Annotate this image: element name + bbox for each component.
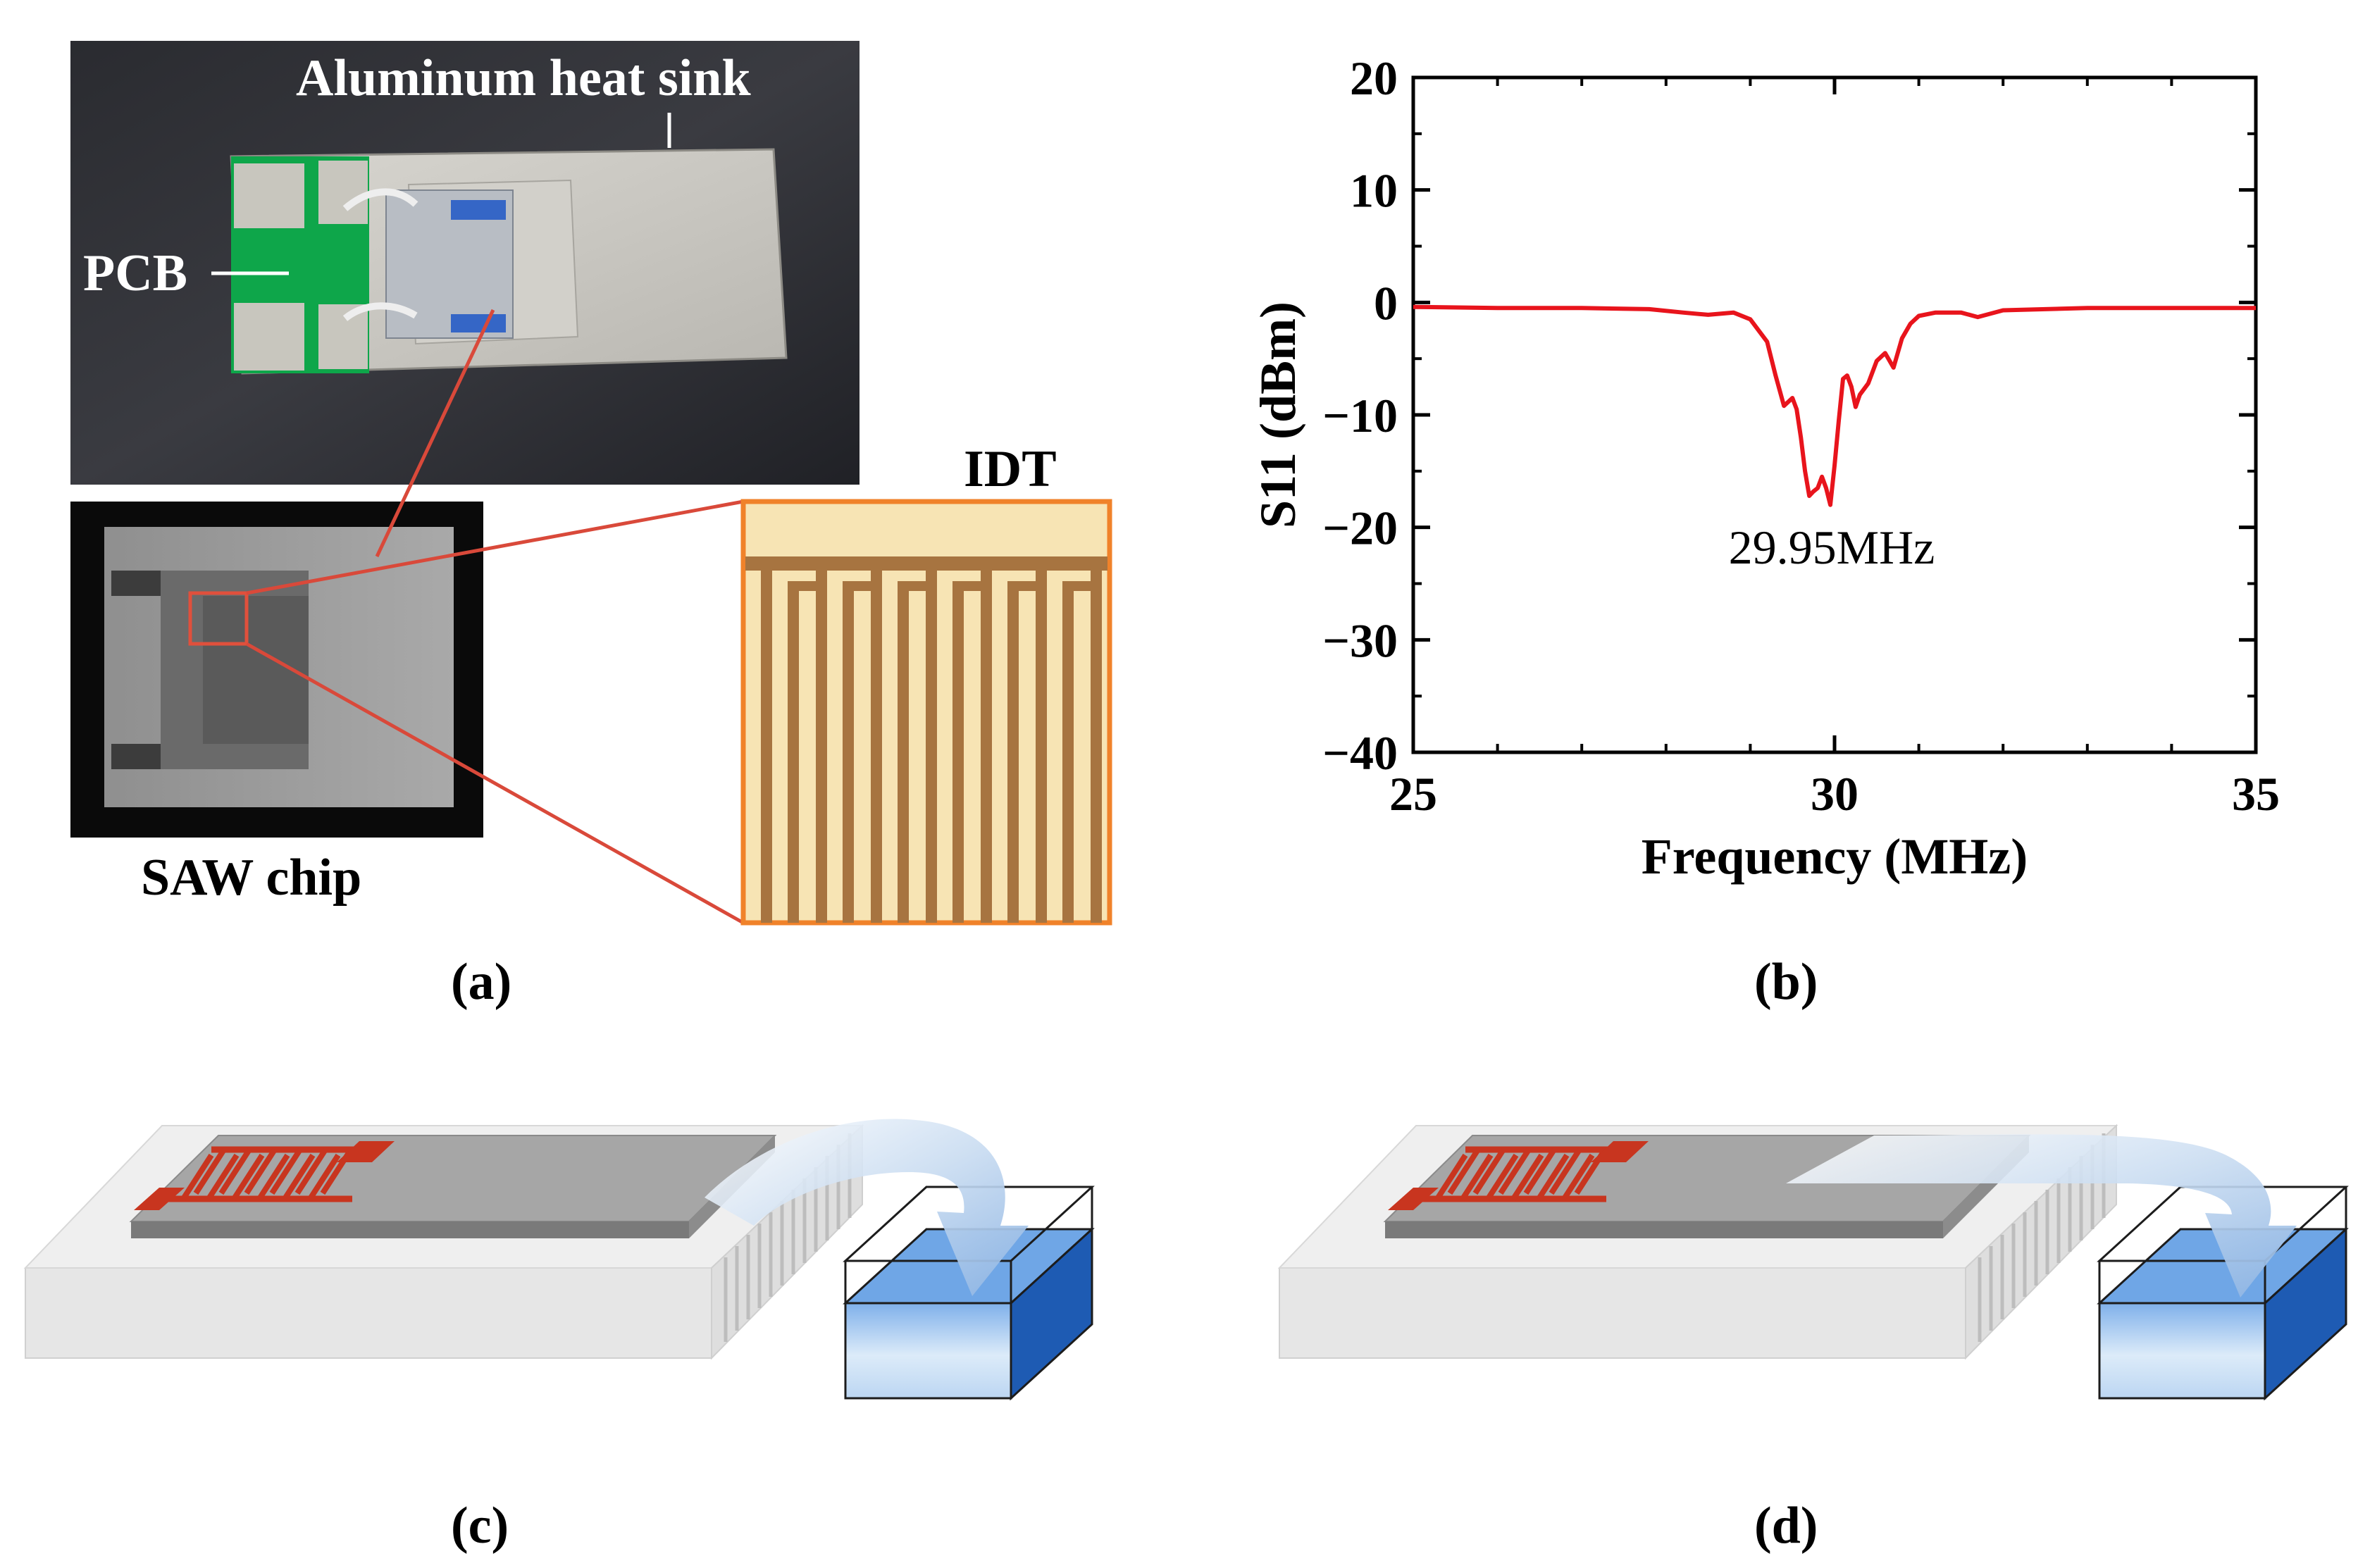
electrode-finger [307,1153,341,1201]
y-tick-label: 10 [1350,164,1398,218]
plot-frame [1411,75,2258,754]
electrode-finger [231,1153,265,1201]
heat-sink-schematic [1277,1124,2349,1401]
idt-label: IDT [964,440,1057,498]
electrode-bus [159,1146,366,1202]
idt-electrode [1388,1141,1649,1210]
idt-finger [843,581,854,923]
electrode-finger [1523,1147,1557,1195]
idt-electrode [134,1141,395,1210]
electrode-pad [337,1141,395,1162]
idt-finger [1091,556,1102,923]
panel-c: (c) [23,1119,1095,1555]
idt-finger [816,556,827,923]
panel-d: (d) [1277,1124,2349,1555]
electrode-finger [1472,1147,1506,1195]
y-tick-label: −20 [1322,502,1398,555]
y-axis-label: S11 (dBm) [1250,301,1306,528]
caption-b: (b) [1754,953,1818,1011]
electrode-finger [1536,1153,1570,1201]
electrode-finger [193,1147,227,1195]
idt-finger [952,581,964,923]
zoom-line-photo [375,309,495,558]
electrode-finger [1447,1147,1481,1195]
saw-chip-edge [131,1221,689,1238]
water-front [844,1302,1012,1400]
y-tick-label: −30 [1322,614,1398,667]
idt-finger [1062,581,1074,923]
heat-flow-arrow [705,1119,1029,1296]
idt-finger-cap [788,581,816,591]
resonance-annotation: 29.95MHz [1729,521,1935,574]
heat-flow-arrow [1786,1134,2297,1298]
x-tick-label: 35 [2232,767,2280,821]
pcb-board [231,156,369,373]
idt-finger-cap [1062,581,1091,591]
heat-sink-front-face [1279,1267,1966,1359]
saw-chip-label: SAW chip [141,849,361,907]
water-side [2264,1226,2347,1401]
x-axis-label: Frequency (MHz) [1642,828,2028,885]
caption-d: (d) [1754,1497,1818,1555]
idt-finger-cap [843,581,871,591]
panel-b: 20 10 0 −10 −20 −30 −40 25 30 35 S11 (dBm) Frequ… [1250,51,2280,1011]
zoom-line-upper [246,499,744,595]
s11-chart: 20 10 0 −10 −20 −30 −40 25 30 35 S11 (dBm) Frequ… [1250,51,2280,885]
zoom-line-lower [245,642,745,925]
idt-zoom [740,499,1112,926]
electrode-finger [218,1147,252,1195]
y-tick-label: 0 [1374,276,1398,330]
idt-finger [1036,556,1047,923]
device-photo: Aluminum heat sink PCB [70,41,860,485]
water-side [1010,1226,1093,1401]
idt-finger-cap [898,581,926,591]
water-front [2098,1302,2266,1400]
y-tick-label: −10 [1322,389,1398,442]
pcb-label: PCB [83,244,187,302]
idt-finger [981,556,992,923]
electrode-finger [244,1147,278,1195]
electrode-finger [1434,1153,1468,1201]
idt-finger [898,581,909,923]
x-tick-label: 25 [1389,767,1437,821]
panel-a: Aluminum heat sink PCB SAW chip IDT (a) [70,41,1112,1011]
electrode-finger [1498,1147,1532,1195]
electrode-finger [180,1153,214,1201]
heat-sink-schematic [23,1119,1095,1401]
heat-sink-front-face [25,1267,712,1359]
caption-c: (c) [451,1497,509,1555]
idt-finger [1007,581,1019,923]
electrode-finger [206,1153,240,1201]
electrode-finger [1510,1153,1544,1201]
electrode-finger [1561,1153,1595,1201]
electrode-finger [294,1147,328,1195]
heat-sink-label: Aluminum heat sink [296,49,751,107]
x-axis-ticks: 25 30 35 [1389,77,2280,821]
y-tick-label: 20 [1350,51,1398,105]
electrode-finger [256,1153,290,1201]
idt-fingers [745,556,1107,923]
idt-finger [788,581,799,923]
y-axis-ticks: 20 10 0 −10 −20 −30 −40 [1322,51,2256,780]
idt-finger [871,556,882,923]
electrode-finger [282,1153,316,1201]
x-tick-label: 30 [1811,767,1859,821]
electrode-bus [1413,1146,1620,1202]
electrode-finger [1549,1147,1582,1195]
idt-finger-cap [1007,581,1036,591]
y-tick-label: −40 [1322,726,1398,780]
electrode-finger [1460,1153,1494,1201]
saw-chip-micrograph [70,502,483,838]
idt-finger-cap [952,581,981,591]
electrode-finger [269,1147,303,1195]
electrode-pad [1591,1141,1649,1162]
electrode-finger [1485,1153,1519,1201]
caption-a: (a) [451,953,511,1011]
idt-finger [761,556,772,923]
idt-finger [926,556,937,923]
saw-chip-edge [1385,1221,1943,1238]
s11-series-line [1413,304,2256,507]
